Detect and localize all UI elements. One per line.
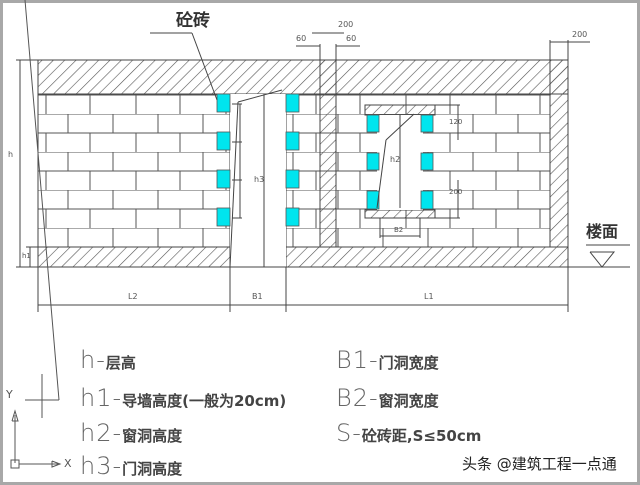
axis-y-label: Y (6, 388, 13, 401)
dim-h2: h2 (390, 155, 401, 164)
brick-wall-left (37, 93, 231, 248)
concrete-bricks-door-left (216, 93, 231, 227)
dim-60-right: 60 (346, 34, 357, 43)
column (319, 59, 337, 248)
ucs-axis-icon (10, 0, 62, 469)
watermark: 头条 @建筑工程一点通 (462, 455, 617, 473)
concrete-bricks-door-right (285, 93, 300, 227)
axis-x-label: X (64, 457, 72, 470)
right-column (549, 59, 569, 248)
dim-h3: h3 (254, 175, 265, 184)
dim-b1: B1 (252, 292, 263, 301)
dim-200-right: 200 (572, 30, 588, 39)
legend-item-s: S-砼砖距,S≤50cm (336, 419, 482, 447)
guide-wall-right (285, 246, 569, 268)
window-lintel (364, 104, 436, 116)
legend-item-h1: h1-导墙高度(一般为20cm) (80, 384, 287, 412)
concrete-brick-label: 砼砖 (176, 11, 210, 31)
guide-wall-left (37, 246, 231, 268)
dim-window-bottom: 200 (449, 188, 463, 196)
dim-b2: B2 (394, 226, 404, 234)
legend-item-h2: h2-窗洞高度 (80, 419, 183, 447)
legend-item-h3: h3-门洞高度 (80, 452, 183, 480)
dim-l1: L1 (424, 292, 434, 301)
floor-label: 楼面 (586, 222, 619, 241)
dim-200-top: 200 (338, 20, 354, 29)
dim-l2: L2 (128, 292, 138, 301)
legend-item-b1: B1-门洞宽度 (336, 346, 439, 374)
dim-h1: h1 (22, 252, 31, 260)
top-beam (37, 59, 569, 95)
window-sill (364, 209, 436, 219)
dim-window-top: 120 (449, 118, 463, 126)
legend-item-b2: B2-窗洞宽度 (336, 384, 439, 412)
dim-h: h (8, 150, 14, 159)
dim-60-left: 60 (296, 34, 307, 43)
concrete-bricks-window (366, 114, 434, 210)
legend-item-h: h-层高 (80, 346, 136, 374)
